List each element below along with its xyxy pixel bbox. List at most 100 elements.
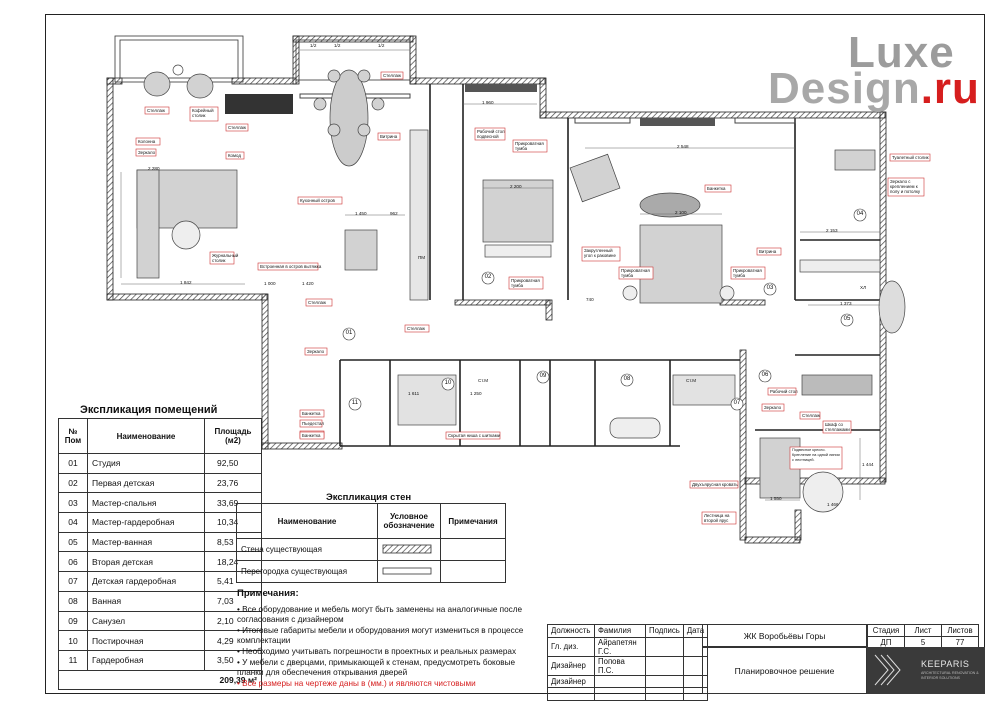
callout-label: Банкетка (707, 186, 726, 191)
stage-header: Листов (941, 624, 979, 637)
dimension-label: 1 000 (264, 281, 276, 286)
walls-header-notes: Примечания (440, 503, 506, 539)
callout-label: Витрина (380, 134, 398, 139)
logo-line2: Design.ru (768, 64, 980, 114)
hatch-swatch (382, 544, 432, 553)
walls-table: Наименование Условное обозначение Примеч… (236, 503, 506, 583)
callout-label: Стеллаж (147, 108, 165, 113)
room-number: 10 (444, 380, 452, 386)
callout-label: Комод (228, 153, 241, 158)
room-no: 01 (58, 453, 88, 474)
room-name: Мастер-ванная (87, 531, 205, 553)
logo-line1: Luxe (848, 28, 955, 77)
room-no: 09 (58, 610, 88, 632)
room-area: 92,50 (204, 453, 262, 474)
rooms-header-area: Площадь (м2) (204, 418, 262, 454)
wall-note (440, 560, 506, 583)
dimension-label: 2 200 (510, 184, 522, 189)
stamp-empty (547, 687, 595, 701)
dimension-label: 1 250 (470, 391, 482, 396)
wall-type-name: Перегородка существующая (236, 560, 378, 583)
keeparis-logo-icon (874, 654, 901, 686)
callout-label: Журнальный столик (212, 253, 239, 263)
dimension-label: 1 960 (482, 100, 494, 105)
room-no: 05 (58, 531, 88, 553)
room-name: Санузел (87, 610, 205, 632)
rooms-header-number: № Пом (58, 418, 88, 454)
stamp-signature (645, 655, 684, 676)
callout-label: Шкаф со стеллажами (825, 422, 850, 432)
dimension-label: 2 548 (677, 144, 689, 149)
room-number: 09 (539, 373, 547, 379)
appliance-label: Ст.М (478, 378, 489, 383)
room-name: Первая детская (87, 472, 205, 494)
stamp-empty (594, 687, 646, 701)
dimension-label: 1/2 (334, 43, 341, 48)
callout-label: Рабочий стол подвесной (477, 129, 505, 139)
room-no: 03 (58, 492, 88, 514)
dimension-lines (120, 49, 880, 501)
wall-symbol-blank (377, 560, 441, 583)
callout-label: Колонна (138, 139, 156, 144)
title-block-signatures: Должность Фамилия Подпись Дата Гл. диз.А… (547, 624, 709, 701)
sheet-title: Планировочное решение (702, 647, 867, 694)
callout-label: Зеркало (307, 349, 325, 354)
furniture (136, 64, 906, 513)
stamp-header: Должность (547, 624, 595, 638)
callout-label: Двухъярусная кровать (692, 482, 738, 487)
wall-symbol-hatched (377, 538, 441, 561)
brand-name: KEEPARIS (921, 659, 970, 669)
dimension-label: 2 280 (148, 166, 160, 171)
room-name: Вторая детская (87, 551, 205, 573)
callout-label: Банкетка (302, 433, 321, 438)
note-item: • Необходимо учитывать погрешности в про… (237, 646, 517, 656)
luxedesign-logo: Luxe Design.ru (768, 28, 990, 118)
room-name: Студия (87, 453, 205, 474)
stage-block: Стадия Лист Листов ДП 5 77 (867, 624, 979, 649)
dimension-label: 740 (586, 297, 594, 302)
room-number: 03 (766, 285, 774, 291)
blank-swatch (382, 567, 432, 574)
keeparis-brand-block: KEEPARIS ARCHITECTURAL RENOVATION & INTE… (867, 647, 985, 694)
stamp-name: Попова П.С. (594, 655, 646, 676)
room-no: 10 (58, 630, 88, 651)
callout-label: Скрытая ниша с шитками (448, 433, 501, 438)
table-row: Гл. диз.Айрапетян Г.С. (547, 636, 709, 657)
logo-word: Design (768, 64, 921, 113)
callout-label: Прикроватная тумба (511, 278, 540, 288)
room-no: 04 (58, 512, 88, 533)
stamp-signature (645, 636, 684, 657)
callout-tags (135, 71, 931, 525)
room-number: 01 (345, 330, 353, 336)
stamp-name (594, 674, 646, 688)
callout-label: Стеллаж (228, 125, 246, 130)
wall-note (440, 538, 506, 561)
room-no: 02 (58, 472, 88, 494)
callout-label: Прикроватная тумба (733, 268, 762, 278)
callout-label: Зеркало (138, 150, 156, 155)
room-number: 05 (843, 316, 851, 322)
total-area: 209,39 м² (58, 669, 262, 691)
callout-label: Витрина (759, 249, 777, 254)
brand-tagline: ARCHITECTURAL RENOVATION & INTERIOR SOLU… (921, 671, 979, 680)
room-number: 06 (761, 372, 769, 378)
table-row: Должность Фамилия Подпись Дата (547, 624, 709, 638)
dimension-label: 1 611 (408, 391, 420, 396)
notes-title: Примечания: (237, 588, 299, 599)
dimension-label: 962 (390, 211, 398, 216)
callout-label: Кофейный столик (192, 108, 214, 118)
stamp-role: Дизайнер (547, 674, 595, 688)
callout-label: Прикроватная тумба (515, 141, 544, 151)
dimension-label: 1 466 (827, 502, 839, 507)
stamp-header: Подпись (645, 624, 684, 638)
dimension-label: 1/2 (378, 43, 385, 48)
dimension-label: 2 153 (826, 228, 838, 233)
